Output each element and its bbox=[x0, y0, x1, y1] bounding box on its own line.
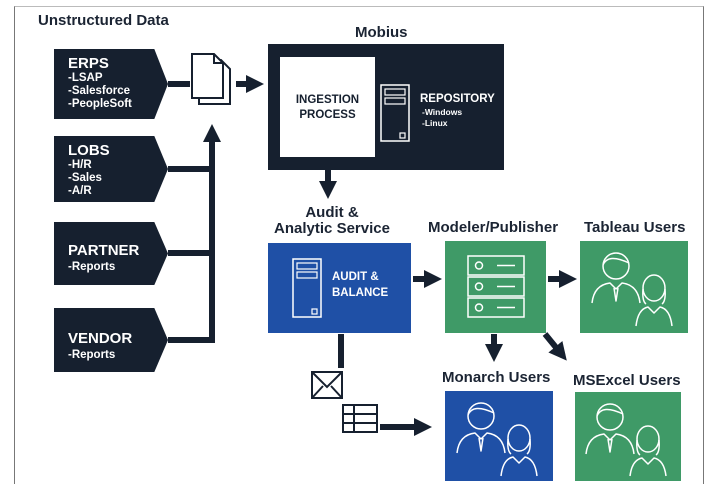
server-icon bbox=[380, 84, 410, 142]
tableau-users-header: Tableau Users bbox=[584, 219, 686, 236]
source-item: -LSAP bbox=[68, 72, 103, 84]
source-partner: PARTNER -Reports bbox=[54, 222, 168, 285]
server-icon bbox=[292, 258, 322, 318]
users-icon bbox=[591, 252, 673, 327]
source-item: -A/R bbox=[68, 185, 92, 197]
source-item: -Reports bbox=[68, 261, 116, 273]
tableau-users-box bbox=[580, 241, 688, 333]
ingestion-label-line2: PROCESS bbox=[299, 109, 356, 121]
source-item: -H/R bbox=[68, 159, 92, 171]
users-icon bbox=[585, 403, 667, 477]
os-linux: -Linux bbox=[422, 118, 448, 128]
envelope-icon bbox=[311, 371, 343, 399]
source-item: -Reports bbox=[68, 349, 116, 361]
unstructured-data-header: Unstructured Data bbox=[38, 12, 169, 29]
source-erps: ERPS -LSAP -Salesforce -PeopleSoft bbox=[54, 49, 168, 119]
monarch-users-box bbox=[445, 391, 553, 481]
source-lobs: LOBS -H/R -Sales -A/R bbox=[54, 136, 168, 202]
ingestion-process-box: INGESTION PROCESS bbox=[280, 57, 375, 157]
audit-box-label-line1: AUDIT & bbox=[332, 271, 379, 283]
monarch-users-header: Monarch Users bbox=[442, 369, 551, 386]
table-icon bbox=[342, 404, 378, 433]
os-windows: -Windows bbox=[422, 107, 463, 117]
source-item: -PeopleSoft bbox=[68, 98, 132, 110]
arrow-modeler-to-msexcel bbox=[542, 332, 567, 361]
mobius-box: INGESTION PROCESS REPOSITORY -Windows -L… bbox=[268, 44, 504, 170]
audit-box-label-line2: BALANCE bbox=[332, 287, 389, 299]
source-item: -Salesforce bbox=[68, 85, 131, 97]
source-title: LOBS bbox=[68, 142, 110, 159]
users-icon bbox=[456, 402, 538, 477]
mobius-header: Mobius bbox=[355, 24, 408, 41]
diagram-frame bbox=[14, 6, 704, 484]
audit-header-line2: Analytic Service bbox=[274, 220, 390, 237]
audit-balance-box: AUDIT & BALANCE bbox=[268, 243, 411, 333]
repository-label: REPOSITORY bbox=[420, 93, 495, 105]
documents-icon bbox=[191, 53, 231, 105]
source-title: ERPS bbox=[68, 55, 109, 72]
source-vendor: VENDOR -Reports bbox=[54, 308, 168, 372]
server-rack-icon bbox=[467, 255, 525, 318]
modeler-publisher-header: Modeler/Publisher bbox=[428, 219, 559, 236]
source-title: VENDOR bbox=[68, 330, 133, 347]
modeler-publisher-box bbox=[445, 241, 546, 333]
source-title: PARTNER bbox=[68, 242, 140, 259]
msexcel-users-box bbox=[575, 392, 681, 481]
ingestion-label-line1: INGESTION bbox=[295, 94, 360, 106]
msexcel-users-header: MSExcel Users bbox=[573, 372, 681, 389]
source-item: -Sales bbox=[68, 172, 102, 184]
audit-header-line1: Audit & bbox=[305, 204, 359, 221]
